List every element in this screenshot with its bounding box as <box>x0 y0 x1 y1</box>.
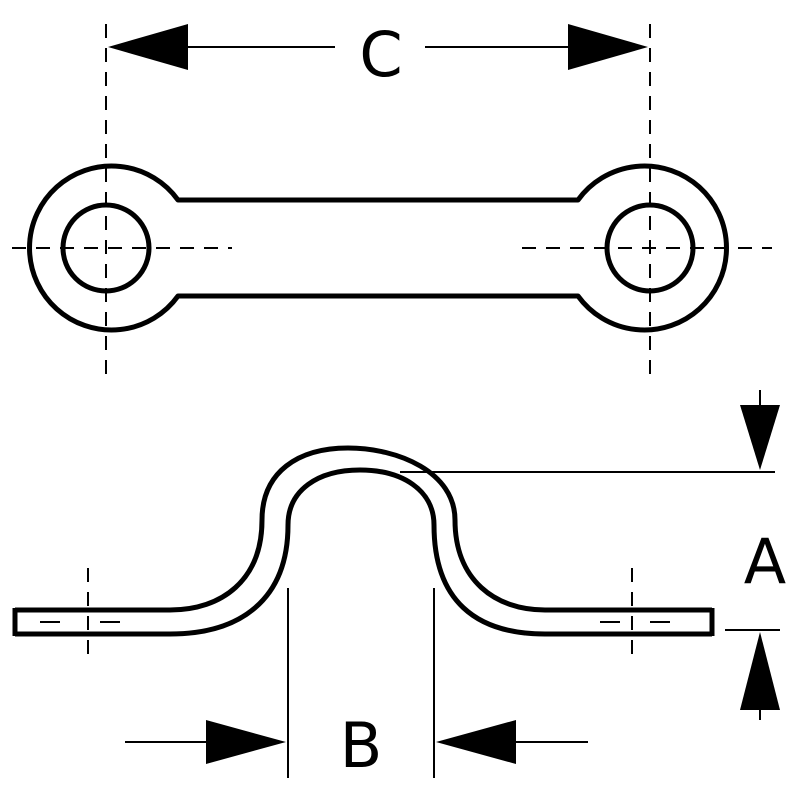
arrow-down-icon <box>740 405 780 470</box>
arrow-left-icon <box>436 720 516 764</box>
dimension-a: A <box>400 390 786 720</box>
dimension-c: C <box>108 18 648 91</box>
side-view-centerlines <box>87 568 633 662</box>
dimension-label-a: A <box>744 525 786 598</box>
strap-profile-outer <box>15 445 712 613</box>
side-view <box>12 445 715 662</box>
dimension-label-c: C <box>359 18 402 91</box>
dimension-label-b: B <box>340 709 383 782</box>
arrow-right-icon <box>206 720 286 764</box>
arrow-right-icon <box>568 24 648 70</box>
arrow-up-icon <box>740 632 780 710</box>
top-view <box>12 24 772 378</box>
strap-profile-inner <box>15 467 712 637</box>
top-view-centerlines <box>12 24 772 378</box>
dimension-b: B <box>125 588 588 782</box>
arrow-left-icon <box>108 24 188 70</box>
strap-outline <box>27 163 729 333</box>
